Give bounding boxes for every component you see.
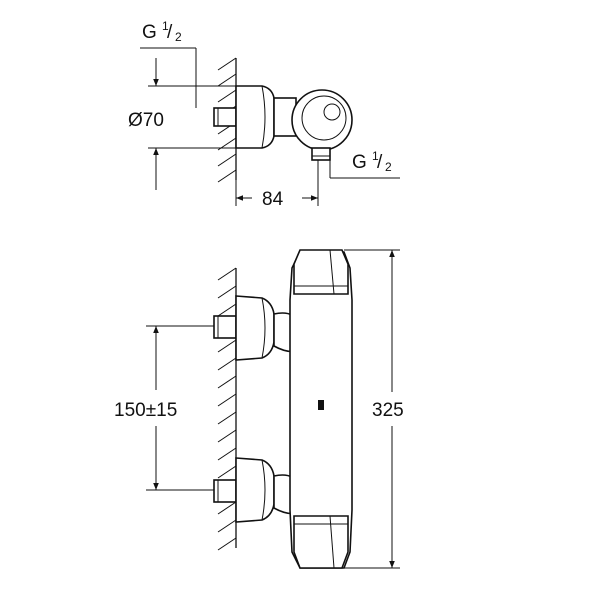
escutcheon-lower — [235, 457, 275, 523]
depth-label: 84 — [262, 189, 284, 210]
thread-top-den: 2 — [175, 30, 182, 44]
knob-circle — [323, 103, 341, 121]
thread-side-den: 2 — [385, 160, 392, 174]
escutcheon-top — [235, 85, 275, 149]
wall-hatch-front — [217, 267, 237, 551]
pipe-stub-lower — [213, 479, 237, 503]
svg-text:/: / — [167, 22, 173, 43]
thread-side-num: 1 — [372, 149, 379, 163]
thread-top-num: 1 — [162, 19, 169, 33]
thread-top-letter: G — [142, 22, 157, 43]
front-view: 150±15 325 — [114, 249, 404, 569]
thread-side-letter: G — [352, 152, 367, 173]
top-view: G 1 / 2 Ø70 G 1 / 2 84 — [128, 19, 400, 210]
outlet-mark — [318, 400, 324, 410]
spacing-label: 150±15 — [114, 400, 177, 421]
top-cap — [293, 249, 349, 295]
bottom-cap — [293, 515, 349, 569]
pipe-stub-upper — [213, 315, 237, 339]
diameter-label: Ø70 — [128, 110, 164, 131]
outlet-top — [311, 147, 331, 161]
height-label: 325 — [372, 400, 404, 421]
escutcheon-upper — [235, 295, 275, 361]
valve-body-circle — [291, 89, 353, 151]
pipe-stub-top — [213, 107, 237, 127]
svg-text:/: / — [377, 152, 383, 173]
